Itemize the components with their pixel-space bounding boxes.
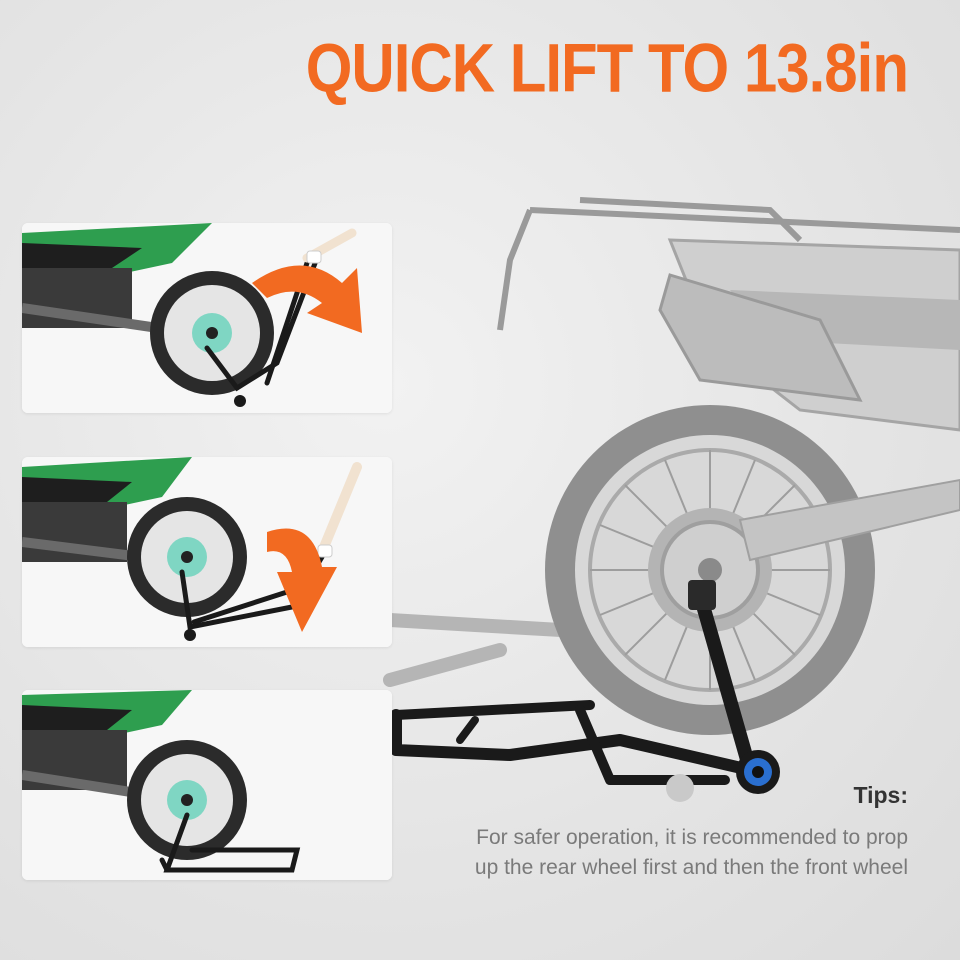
step-1-illustration [22, 223, 392, 413]
step-3-panel [22, 690, 392, 880]
rear-wheel [545, 405, 875, 735]
tips-text: For safer operation, it is recommended t… [474, 826, 908, 879]
step-2-panel [22, 457, 392, 647]
hero-motorcycle-image [383, 197, 960, 802]
headline: QUICK LIFT TO 13.8in [305, 29, 909, 107]
curved-down-arrow-icon [267, 528, 337, 632]
motorcycle-tail [497, 197, 960, 331]
stand-wheel-rear [666, 774, 694, 802]
stand [159, 812, 301, 873]
tips-title: Tips: [853, 782, 908, 808]
tips-block: Tips: For safer operation, it is recomme… [468, 782, 908, 883]
stand-wheel [736, 750, 780, 794]
curved-down-arrow-icon [252, 265, 362, 333]
step-1-panel [22, 223, 392, 413]
step-2-illustration [22, 457, 392, 647]
step-3-illustration [22, 690, 392, 880]
chain [738, 478, 960, 562]
exhaust-muffler [658, 273, 863, 402]
